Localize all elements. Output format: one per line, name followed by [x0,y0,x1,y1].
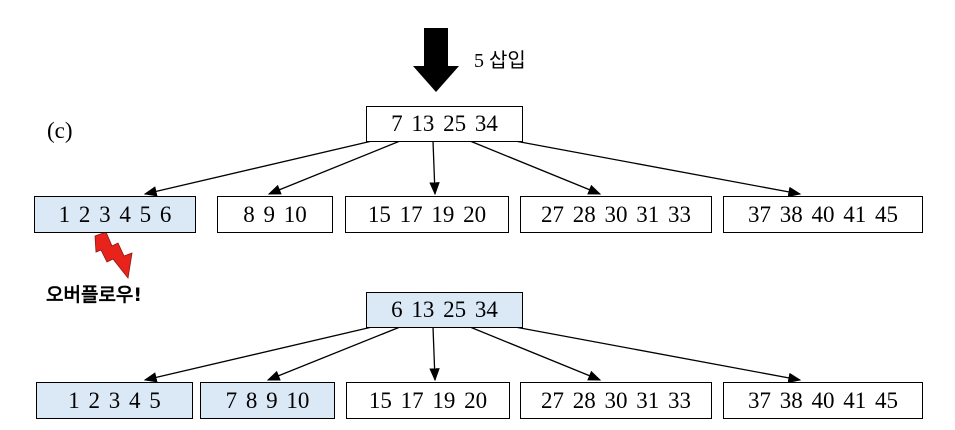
child-node-overflow: 1 2 3 4 5 6 [34,196,196,233]
child-node: 8 9 10 [217,196,333,233]
child-node: 27 28 30 31 33 [520,196,712,233]
child-node: 27 28 30 31 33 [520,382,712,419]
child-node: 37 38 40 41 45 [723,382,923,419]
top-tree-edges [143,140,802,197]
child-node: 15 17 19 20 [345,196,509,233]
root-node-after: 6 13 25 34 [366,292,523,328]
child-node-right: 7 8 9 10 [200,382,335,419]
bottom-tree-edges [143,326,802,383]
step-label: (c) [47,118,73,143]
root-node-before: 7 13 25 34 [366,106,523,142]
down-arrow-icon [413,28,459,92]
lightning-icon [94,231,133,279]
insert-label: 5 삽입 [474,50,526,72]
child-node-left: 1 2 3 4 5 [36,382,193,419]
child-node: 15 17 19 20 [346,382,510,419]
child-node: 37 38 40 41 45 [723,196,923,233]
overflow-label: 오버플로우! [46,284,143,306]
